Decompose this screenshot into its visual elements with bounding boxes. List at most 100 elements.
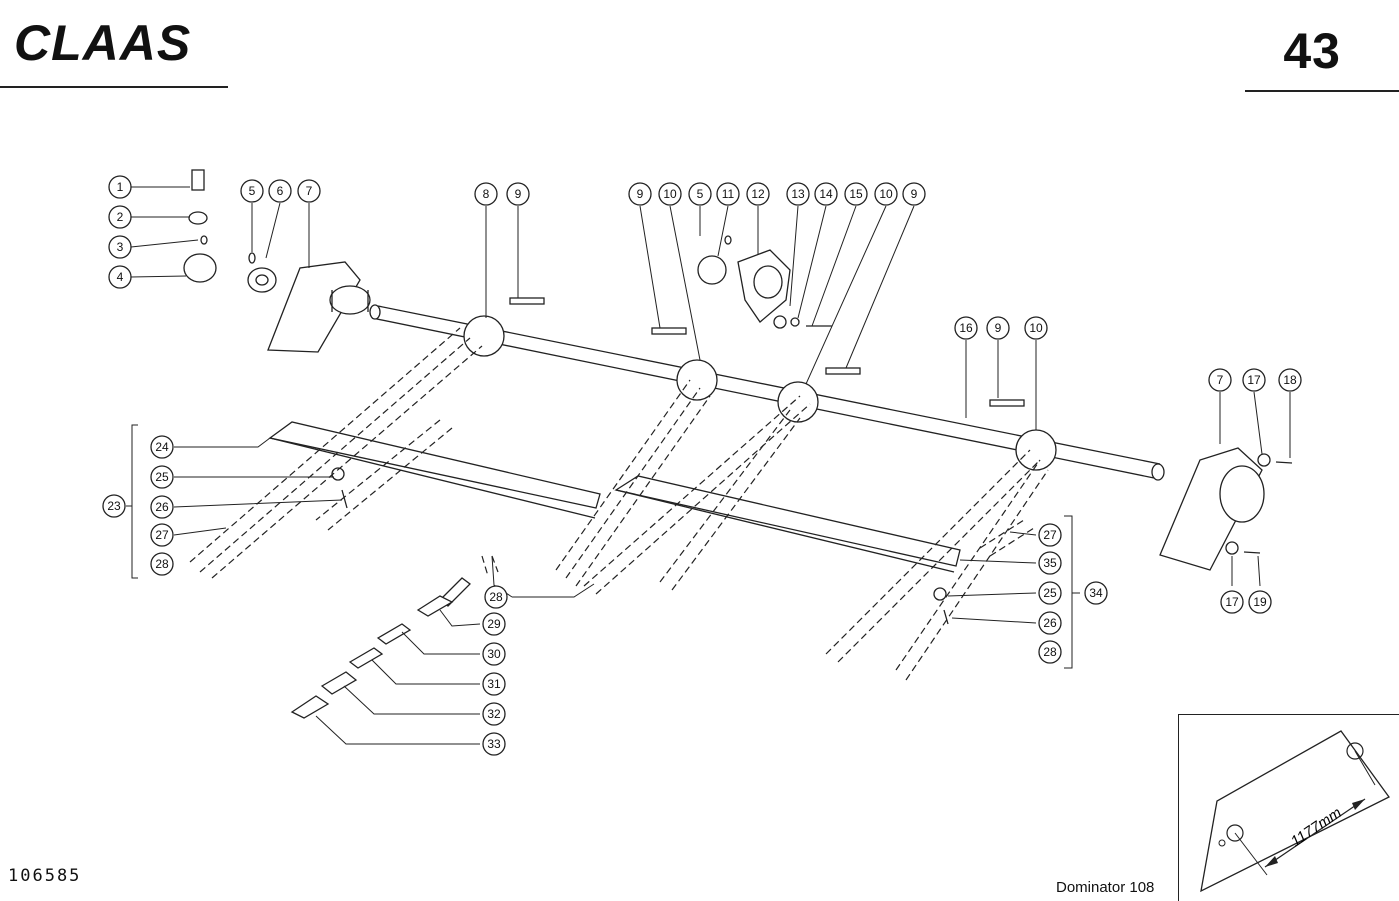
svg-text:5: 5 xyxy=(249,184,256,198)
svg-text:9: 9 xyxy=(637,187,644,201)
document-number: 106585 xyxy=(8,866,82,886)
svg-text:10: 10 xyxy=(1029,321,1043,335)
callout-10: 10 xyxy=(1024,316,1048,340)
callouts-mid-right: 16 9 10 xyxy=(954,316,1048,340)
callout-6: 6 xyxy=(268,179,292,203)
callout-14: 14 xyxy=(814,182,838,206)
callout-28: 28 xyxy=(150,552,174,576)
svg-text:32: 32 xyxy=(487,707,501,721)
callout-33: 33 xyxy=(482,732,506,756)
svg-text:9: 9 xyxy=(515,187,522,201)
page-rule xyxy=(1245,90,1399,92)
svg-text:34: 34 xyxy=(1089,586,1103,600)
callouts-top-center: 9 10 5 11 12 13 14 15 10 9 xyxy=(628,182,926,206)
callout-1: 1 xyxy=(108,175,132,199)
svg-text:13: 13 xyxy=(791,187,805,201)
svg-text:3: 3 xyxy=(117,240,124,254)
callouts-far-right-top: 7 17 18 xyxy=(1208,368,1302,392)
svg-text:16: 16 xyxy=(959,321,973,335)
svg-text:12: 12 xyxy=(751,187,765,201)
callout-10: 10 xyxy=(658,182,682,206)
svg-text:18: 18 xyxy=(1283,373,1297,387)
callout-3: 3 xyxy=(108,235,132,259)
svg-text:26: 26 xyxy=(155,500,169,514)
svg-text:7: 7 xyxy=(1217,373,1224,387)
callout-9: 9 xyxy=(506,182,530,206)
callouts-top-left: 5 6 7 xyxy=(240,179,321,203)
callout-32: 32 xyxy=(482,702,506,726)
svg-text:4: 4 xyxy=(117,270,124,284)
callout-4: 4 xyxy=(108,265,132,289)
model-label: Dominator 108 xyxy=(1056,879,1155,896)
svg-text:31: 31 xyxy=(487,677,501,691)
callout-9: 9 xyxy=(902,182,926,206)
inset-dimension-line xyxy=(1264,798,1366,868)
svg-text:29: 29 xyxy=(487,617,501,631)
callout-2: 2 xyxy=(108,205,132,229)
svg-text:14: 14 xyxy=(819,187,833,201)
svg-text:33: 33 xyxy=(487,737,501,751)
callout-17: 17 xyxy=(1242,368,1266,392)
inset-extension-lines xyxy=(1234,750,1376,876)
svg-text:10: 10 xyxy=(663,187,677,201)
callout-23: 23 xyxy=(102,494,126,518)
svg-text:7: 7 xyxy=(306,184,313,198)
callout-16: 16 xyxy=(954,316,978,340)
svg-text:28: 28 xyxy=(1043,645,1057,659)
callout-7: 7 xyxy=(297,179,321,203)
svg-text:35: 35 xyxy=(1043,556,1057,570)
svg-text:28: 28 xyxy=(489,590,503,604)
callout-11: 11 xyxy=(716,182,740,206)
svg-text:28: 28 xyxy=(155,557,169,571)
slat-length-inset: 1177mm xyxy=(1178,714,1399,901)
svg-text:19: 19 xyxy=(1253,595,1267,609)
inset-small-hole xyxy=(1218,839,1226,847)
callout-5: 5 xyxy=(240,179,264,203)
callout-5: 5 xyxy=(688,182,712,206)
inset-dimension-arrows xyxy=(1265,799,1365,867)
svg-text:1: 1 xyxy=(117,180,124,194)
callout-35: 35 xyxy=(1038,551,1062,575)
svg-text:27: 27 xyxy=(155,528,169,542)
callouts-left-column: 1 2 3 4 xyxy=(108,175,132,289)
svg-text:24: 24 xyxy=(155,440,169,454)
callout-9: 9 xyxy=(986,316,1010,340)
callout-24: 24 xyxy=(150,435,174,459)
svg-text:17: 17 xyxy=(1247,373,1261,387)
callout-26: 26 xyxy=(150,495,174,519)
svg-text:30: 30 xyxy=(487,647,501,661)
callout-17: 17 xyxy=(1220,590,1244,614)
svg-text:8: 8 xyxy=(483,187,490,201)
callouts-bottom-column: 28 29 30 31 32 33 xyxy=(482,585,508,756)
callout-9: 9 xyxy=(628,182,652,206)
callout-12: 12 xyxy=(746,182,770,206)
svg-text:9: 9 xyxy=(995,321,1002,335)
svg-text:17: 17 xyxy=(1225,595,1239,609)
svg-text:2: 2 xyxy=(117,210,124,224)
callout-29: 29 xyxy=(482,612,506,636)
callout-34: 34 xyxy=(1084,581,1108,605)
callout-10: 10 xyxy=(874,182,898,206)
claas-logo: CLAAS xyxy=(14,18,191,68)
callout-25: 25 xyxy=(150,465,174,489)
logo-rule xyxy=(0,86,228,88)
svg-text:26: 26 xyxy=(1043,616,1057,630)
svg-text:25: 25 xyxy=(1043,586,1057,600)
callout-15: 15 xyxy=(844,182,868,206)
callout-18: 18 xyxy=(1278,368,1302,392)
svg-text:9: 9 xyxy=(911,187,918,201)
callouts-far-right-bottom: 17 19 xyxy=(1220,590,1272,614)
svg-text:10: 10 xyxy=(879,187,893,201)
inset-hole-left xyxy=(1226,824,1244,842)
callout-31: 31 xyxy=(482,672,506,696)
callout-13: 13 xyxy=(786,182,810,206)
page-number: 43 xyxy=(1283,23,1341,79)
callout-27: 27 xyxy=(1038,523,1062,547)
callouts-left-group: 24 25 26 27 28 23 xyxy=(102,435,174,576)
logo-text: CLAAS xyxy=(14,18,191,68)
svg-text:15: 15 xyxy=(849,187,863,201)
callout-19: 19 xyxy=(1248,590,1272,614)
callout-27: 27 xyxy=(150,523,174,547)
inset-slat-outline xyxy=(1200,730,1390,893)
